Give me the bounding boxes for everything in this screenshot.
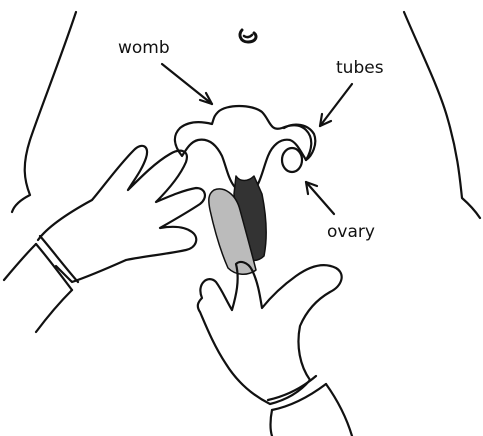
ovary-arrow xyxy=(306,182,334,214)
tubes-arrow xyxy=(320,84,352,126)
body-outline-left xyxy=(12,12,76,212)
vaginal-hand xyxy=(198,262,342,404)
label-tubes: tubes xyxy=(336,60,384,77)
abdominal-hand xyxy=(38,146,205,282)
label-ovary: ovary xyxy=(327,224,375,241)
womb-arrow xyxy=(162,64,212,104)
body-outline-right xyxy=(404,12,480,218)
label-womb: womb xyxy=(118,40,170,57)
vaginal-wrist xyxy=(271,384,353,436)
ovary-shape xyxy=(282,148,302,172)
navel-icon xyxy=(240,30,256,42)
abdominal-wrist xyxy=(4,244,72,332)
